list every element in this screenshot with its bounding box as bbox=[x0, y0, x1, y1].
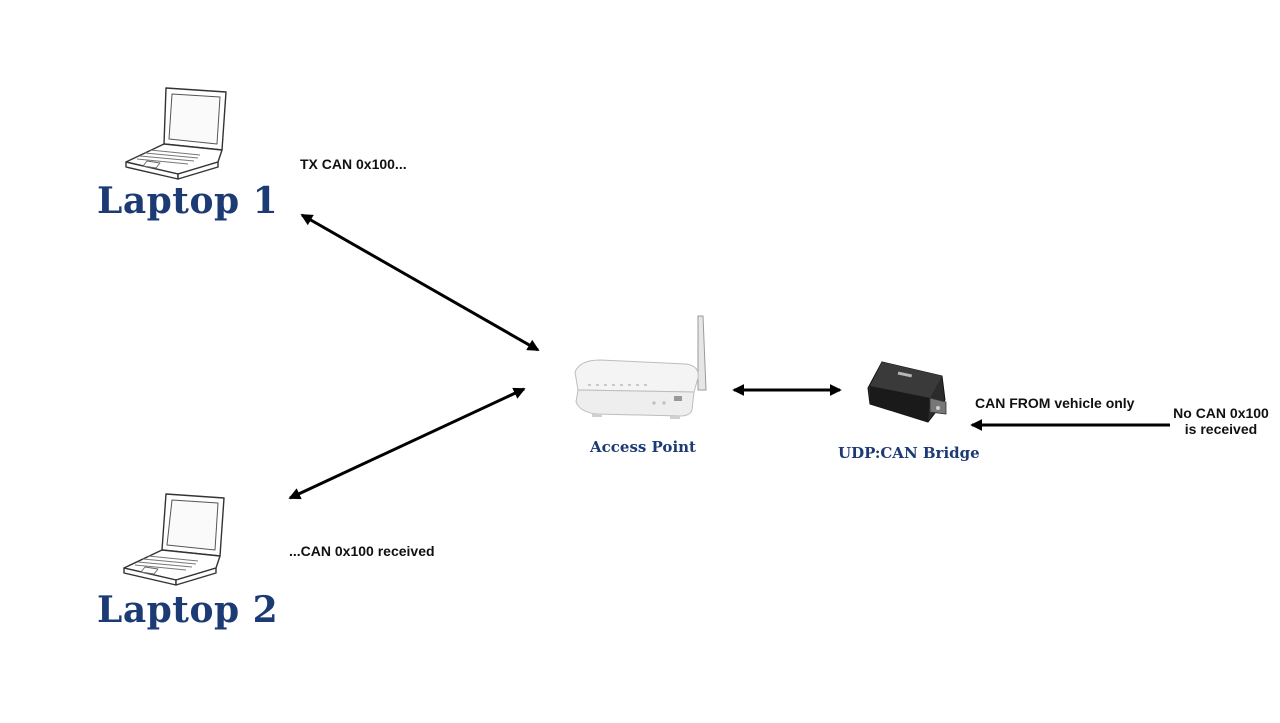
connections bbox=[288, 213, 1170, 500]
tx-annotation: TX CAN 0x100... bbox=[300, 156, 407, 172]
can-bridge-device-icon bbox=[867, 361, 947, 423]
access-point-label: Access Point bbox=[590, 438, 696, 456]
laptop-1-label: Laptop 1 bbox=[97, 180, 279, 222]
arrow-laptop2-to-access-point bbox=[288, 387, 526, 500]
no-can-annotation: No CAN 0x100 is received bbox=[1164, 405, 1278, 437]
rx-annotation: ...CAN 0x100 received bbox=[289, 543, 435, 559]
bridge-label: UDP:CAN Bridge bbox=[838, 444, 980, 462]
laptop-1-icon bbox=[125, 87, 227, 180]
arrow-laptop1-to-access-point bbox=[300, 213, 540, 352]
no-can-line-2: is received bbox=[1184, 421, 1258, 437]
access-point-router-icon bbox=[574, 315, 707, 419]
vehicle-annotation: CAN FROM vehicle only bbox=[975, 395, 1135, 411]
laptop-2-icon bbox=[123, 493, 225, 586]
laptop-2-label: Laptop 2 bbox=[97, 589, 279, 631]
no-can-line-1: No CAN 0x100 bbox=[1173, 405, 1269, 421]
